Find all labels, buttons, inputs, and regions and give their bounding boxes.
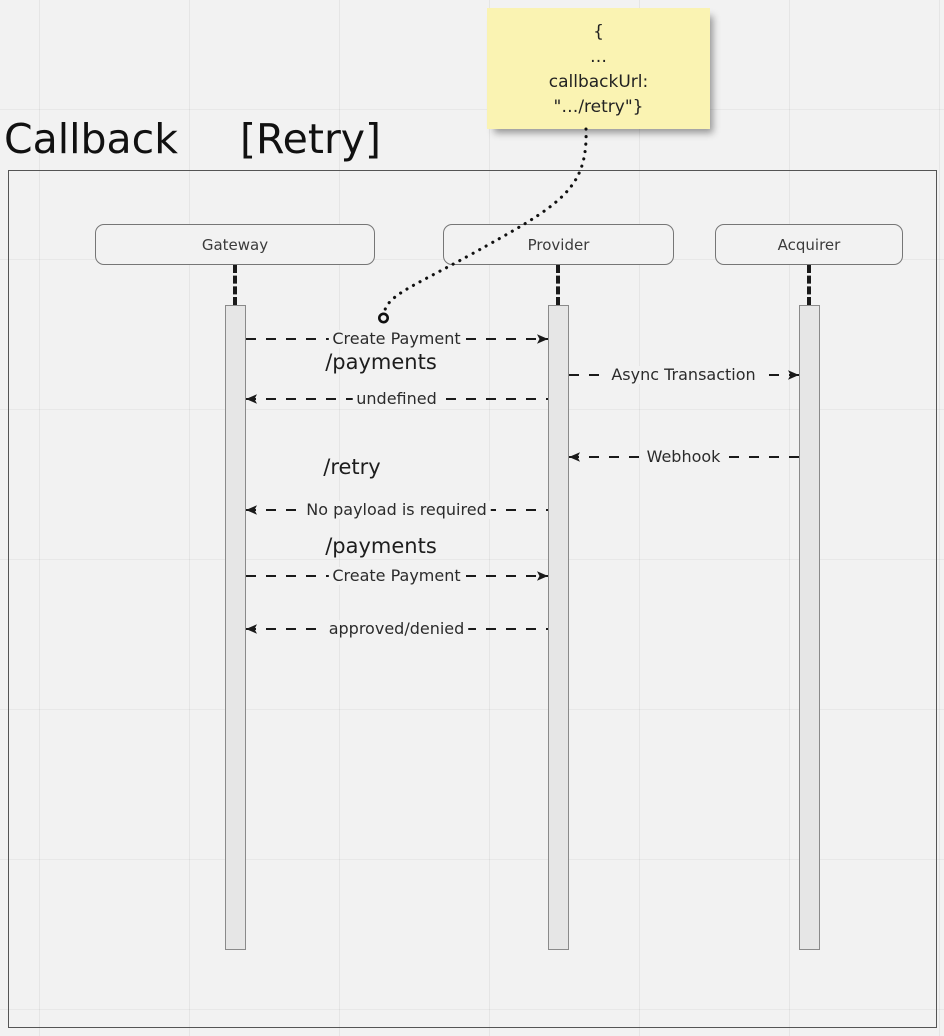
participant-label-provider: Provider	[527, 235, 590, 254]
message-create-payment-2[interactable]: Create Payment	[245, 567, 548, 585]
participant-label-gateway: Gateway	[201, 235, 269, 254]
lifeline-provider	[556, 265, 560, 305]
note-line-4: "…/retry"}	[553, 96, 644, 117]
message-label-undefined-response: undefined	[352, 390, 441, 408]
path-retry: /retry	[323, 455, 381, 479]
message-arrow-no-payload-required	[245, 505, 548, 515]
note-line-2: …	[590, 46, 607, 67]
message-label-no-payload-required: No payload is required	[302, 501, 491, 519]
message-label-async-transaction: Async Transaction	[607, 366, 760, 384]
participant-gateway[interactable]: Gateway	[95, 224, 375, 265]
message-approved-denied[interactable]: approved/denied	[245, 620, 548, 638]
message-webhook[interactable]: Webhook	[568, 448, 799, 466]
message-undefined-response[interactable]: undefined	[245, 390, 548, 408]
lifeline-gateway	[233, 265, 237, 305]
page-title: Callback	[4, 115, 178, 163]
participant-label-acquirer: Acquirer	[777, 235, 841, 254]
activation-bar-acquirer	[798, 305, 820, 950]
participant-acquirer[interactable]: Acquirer	[715, 224, 903, 265]
lifeline-acquirer	[807, 265, 811, 305]
fragment-label-retry: [Retry]	[240, 115, 382, 163]
message-label-create-payment-1: Create Payment	[328, 330, 465, 348]
path-payments-2: /payments	[325, 534, 437, 558]
activation-bar-gateway	[224, 305, 246, 950]
path-payments-1: /payments	[325, 350, 437, 374]
message-create-payment-1[interactable]: Create Payment	[245, 330, 548, 348]
message-label-create-payment-2: Create Payment	[328, 567, 465, 585]
message-arrow-approved-denied	[245, 624, 548, 634]
participant-provider[interactable]: Provider	[443, 224, 674, 265]
note-line-1: {	[593, 21, 604, 42]
message-arrow-webhook	[568, 452, 799, 462]
message-arrow-create-payment-2	[245, 571, 548, 581]
callback-url-note: { … callbackUrl: "…/retry"}	[487, 8, 710, 129]
message-arrow-undefined-response	[245, 394, 548, 404]
message-async-transaction[interactable]: Async Transaction	[568, 366, 799, 384]
message-arrow-async-transaction	[568, 370, 799, 380]
message-label-approved-denied: approved/denied	[324, 620, 469, 638]
message-label-webhook: Webhook	[642, 448, 725, 466]
activation-bar-provider	[547, 305, 569, 950]
message-arrow-create-payment-1	[245, 334, 548, 344]
note-line-3: callbackUrl:	[548, 71, 649, 92]
message-no-payload-required[interactable]: No payload is required	[245, 501, 548, 519]
